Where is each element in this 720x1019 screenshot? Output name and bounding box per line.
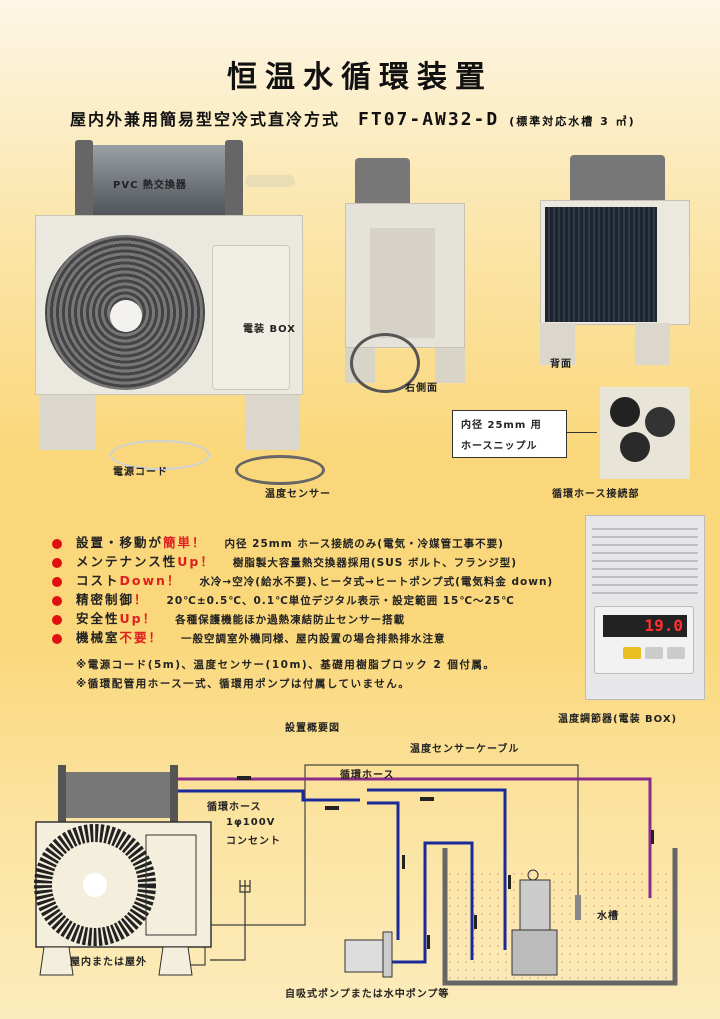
feature-desc: 水冷→空冷(給水不要)､ヒータ式→ヒートポンプ式(電気料金 down)	[199, 576, 554, 588]
nipple-callout: 内径 25mm 用 ホースニップル	[452, 410, 567, 458]
back-photo	[535, 155, 695, 375]
front-unit-photo	[30, 140, 325, 485]
tank	[442, 848, 678, 986]
subtitle-text: 屋内外兼用簡易型空冷式直冷方式	[70, 110, 341, 129]
temp-sensor-label: 温度センサー	[265, 489, 331, 500]
back-label: 背面	[550, 359, 572, 370]
hose-connection-photo	[600, 387, 690, 479]
heat-exchanger	[85, 145, 235, 215]
subtitle: 屋内外兼用簡易型空冷式直冷方式 FT07-AW32-D (標準対応水槽 3 ㎥)	[70, 106, 636, 130]
box-label: 電装 BOX	[243, 324, 296, 335]
controller-button	[667, 647, 685, 659]
feature-head: 精密制御	[76, 592, 135, 607]
return-hose	[178, 789, 360, 802]
feature-accent: Up！	[119, 611, 158, 626]
controller-photo: 19.0	[585, 515, 705, 700]
power-cord-label: 電源コード	[113, 467, 168, 478]
submersible-pump	[511, 869, 558, 976]
self-priming-pump	[344, 931, 393, 978]
right-side-label: 右側面	[405, 383, 438, 394]
power-label-1: 1φ100V	[226, 817, 276, 828]
sensor-cable-label: 温度センサーケーブル	[410, 744, 520, 755]
hose-top-label: 循環ホース	[340, 770, 395, 781]
page-title: 恒温水循環装置	[227, 60, 493, 95]
bullet-icon	[52, 595, 62, 606]
feature-desc: 20℃±0.5℃、0.1℃単位デジタル表示・設定範囲 15℃～25℃	[166, 595, 515, 607]
model-number: FT07-AW32-D	[358, 109, 500, 130]
location-label: 屋内または屋外	[70, 957, 147, 968]
flow-arrows	[237, 776, 654, 949]
note-1: ※電源コード(5m)、温度センサー(10m)、基礎用樹脂ブロック 2 個付属。	[76, 659, 496, 671]
feature-head: 機械室	[76, 630, 120, 645]
plug-icon	[210, 880, 251, 961]
feature-accent: 不要！	[119, 630, 164, 645]
arrow-icon	[567, 432, 597, 433]
feature-item: 機械室不要！ 一般空調室外機同様、屋内設置の場合排熱排水注意	[52, 627, 446, 646]
feature-head: メンテナンス性	[76, 554, 178, 569]
tank-capacity: (標準対応水槽 3 ㎥)	[509, 115, 636, 128]
feature-accent: Up！	[177, 554, 215, 569]
nipple-label-2: ホースニップル	[461, 441, 538, 452]
right-side-photo	[340, 158, 470, 403]
diagram-title: 設置概要図	[285, 723, 340, 734]
bullet-icon	[52, 538, 62, 549]
diagram-heat-exchanger	[58, 765, 178, 825]
diagram-outdoor-unit	[34, 821, 212, 976]
feature-head: 安全性	[76, 611, 120, 626]
hose-connection-label: 循環ホース接続部	[552, 489, 640, 500]
bullet-icon	[52, 614, 62, 625]
bullet-icon	[52, 557, 62, 568]
feature-head: 設置・移動が	[76, 535, 164, 550]
controller-label: 温度調節器(電装 BOX)	[558, 714, 678, 725]
feature-item: 安全性Up！ 各種保護機能ほか過熱凍結防止センサー搭載	[52, 608, 405, 627]
feature-desc: 樹脂製大容量熱交換器採用(SUS ボルト、フランジ型)	[232, 557, 518, 569]
controller-button	[645, 647, 663, 659]
feature-item: コストDown！ 水冷→空冷(給水不要)､ヒータ式→ヒートポンプ式(電気料金 do…	[52, 570, 553, 589]
tank-label: 水槽	[597, 911, 619, 922]
feature-item: メンテナンス性Up！ 樹脂製大容量熱交換器採用(SUS ボルト、フランジ型)	[52, 551, 517, 570]
power-label-2: コンセント	[226, 836, 281, 847]
tank-water	[447, 870, 672, 980]
feature-desc: 各種保護機能ほか過熱凍結防止センサー搭載	[175, 614, 406, 626]
heat-exchanger-label: PVC 熱交換器	[113, 180, 187, 191]
feature-item: 精密制御！ 20℃±0.5℃、0.1℃単位デジタル表示・設定範囲 15℃～25℃	[52, 589, 515, 608]
note-2: ※循環配管用ホース一式、循環用ポンプは付属していません。	[76, 678, 411, 690]
bullet-icon	[52, 576, 62, 587]
feature-head: コスト	[76, 573, 120, 588]
supply-hose	[178, 777, 652, 898]
feature-desc: 内径 25mm ホース接続のみ(電気・冷媒管工事不要)	[224, 538, 504, 550]
controller-button	[623, 647, 641, 659]
feature-desc: 一般空調室外機同様、屋内設置の場合排熱排水注意	[181, 633, 446, 645]
sensor-probe	[575, 895, 581, 920]
nipple-label-1: 内径 25mm 用	[461, 420, 542, 431]
feature-item: 設置・移動が簡単！ 内径 25mm ホース接続のみ(電気・冷媒管工事不要)	[52, 532, 504, 551]
sensor-cable	[190, 764, 579, 966]
pump-label: 自吸式ポンプまたは水中ポンプ等	[285, 989, 450, 1000]
feature-accent: 簡単！	[163, 535, 207, 550]
feature-accent: ！	[134, 592, 149, 607]
hose-left-label: 循環ホース	[207, 802, 262, 813]
controller-display: 19.0	[603, 615, 687, 637]
feature-accent: Down！	[119, 573, 182, 588]
bullet-icon	[52, 633, 62, 644]
